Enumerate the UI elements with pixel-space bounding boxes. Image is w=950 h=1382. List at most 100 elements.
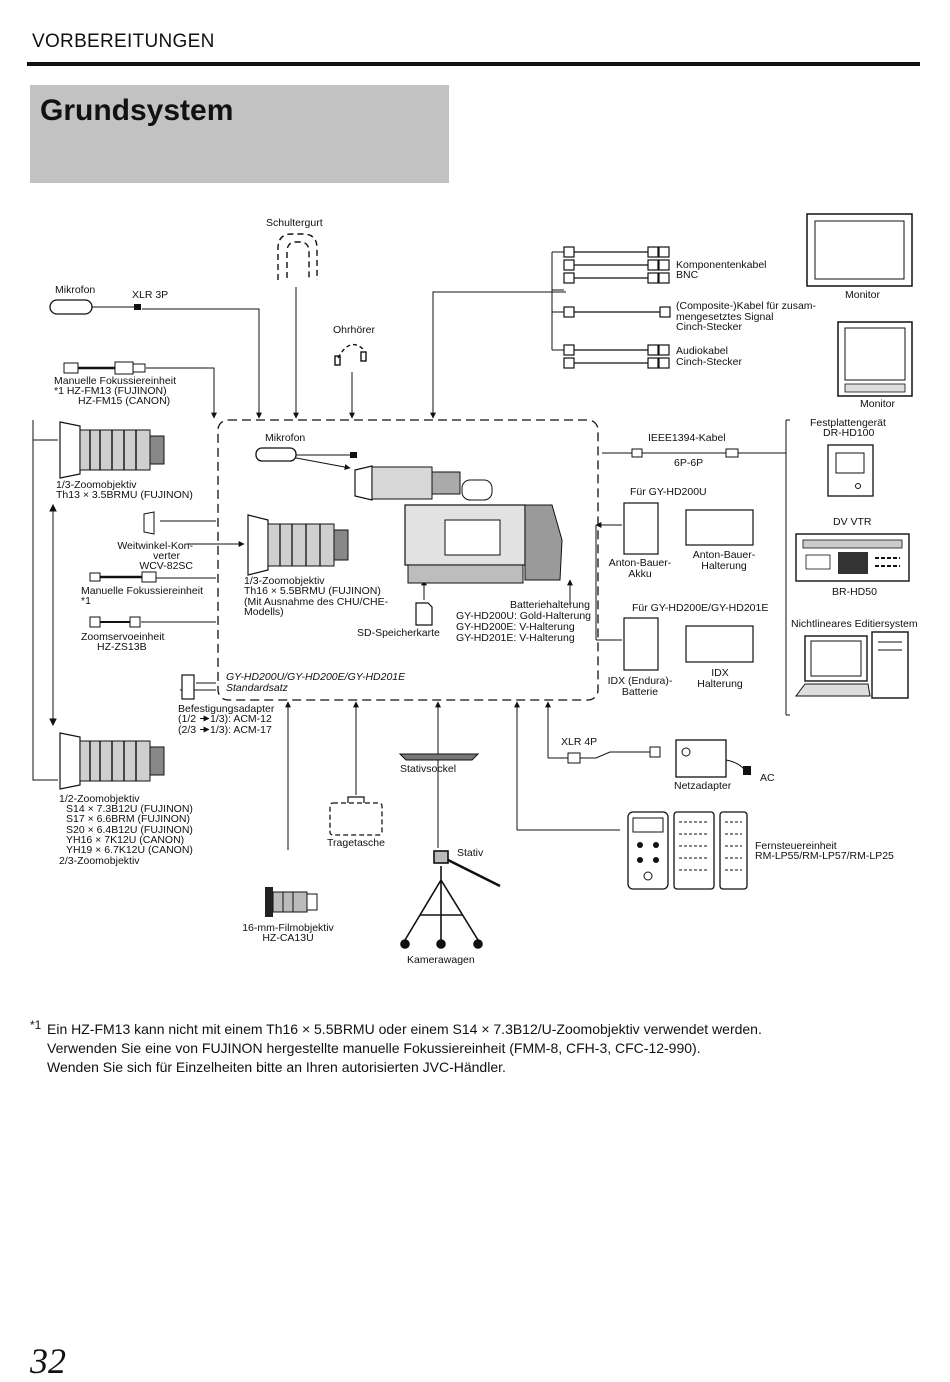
inner-zoom-lens-icon: [247, 514, 349, 576]
footnote-line-1: Ein HZ-FM13 kann nicht mit einem Th16 × …: [47, 1021, 762, 1037]
label-zoom13-inner-2: Th16 × 5.5BRMU (FUJINON): [244, 585, 381, 597]
focus-unit-icon: [63, 361, 146, 375]
label-zoom12-7: 2/3-Zoomobjektiv: [59, 855, 140, 867]
label-batteriehalterung-1: Batteriehalterung: [510, 599, 590, 611]
label-zoom13-inner-3: (Mit Ausnahme des CHU/CHE-: [244, 596, 389, 608]
label-ieee: IEEE1394-Kabel: [648, 432, 726, 444]
shoulder-strap-icon: [277, 233, 318, 280]
label-brhd50: BR-HD50: [832, 586, 877, 598]
label-komponentenkabel-2: BNC: [676, 269, 699, 281]
label-xlr4p: XLR 4P: [561, 736, 597, 748]
section-header: VORBEREITUNGEN: [32, 31, 215, 52]
label-zoom13-left-2: Th13 × 3.5BRMU (FUJINON): [56, 489, 193, 501]
label-fuer-hd200e: Für GY-HD200E/GY-HD201E: [632, 602, 768, 614]
label-zoom12-1: 1/2-Zoomobjektiv: [59, 793, 140, 805]
anton-bauer-battery-icon: [623, 502, 659, 555]
diagram-labels: Schultergurt Mikrofon XLR 3P Ohrhörer Ma…: [54, 217, 918, 966]
label-batteriehalterung-2: GY-HD200U: Gold-Halterung: [456, 610, 591, 622]
label-ac: AC: [760, 772, 775, 784]
standard-set-box: [217, 419, 599, 701]
label-kamerawagen: Kamerawagen: [407, 954, 475, 966]
label-anton-akku-2: Akku: [628, 568, 652, 580]
monitor-icon: [806, 213, 913, 287]
label-standardsatz-2: Standardsatz: [226, 682, 289, 694]
mount-adapter-icon: [181, 674, 195, 700]
component-cable-icon: [563, 246, 670, 284]
label-fernsteuer-1: Fernsteuereinheit: [755, 840, 837, 852]
zoom-lens-icon: [59, 421, 165, 479]
label-fokus-top-2: *1 HZ-FM13 (FUJINON): [54, 385, 167, 397]
label-film16-1: 16-mm-Filmobjektiv: [242, 922, 334, 934]
label-fernsteuer-2: RM-LP55/RM-LP57/RM-LP25: [755, 850, 894, 862]
remote-control-unit-icon: [627, 811, 748, 890]
focus-unit-mid-icon: [89, 571, 157, 583]
headphone-icon: [334, 343, 367, 366]
wide-converter-icon: [143, 511, 155, 535]
label-xlr3p: XLR 3P: [132, 289, 168, 301]
label-idx-halterung-2: Halterung: [697, 678, 743, 690]
xlr4p-cable-icon: [567, 746, 661, 764]
footnote-line-2: Verwenden Sie eine von FUJINON hergestel…: [47, 1040, 701, 1056]
internal-microphone-icon: [255, 447, 357, 462]
idx-mount-icon: [685, 625, 754, 663]
microphone-icon: [49, 299, 141, 315]
ac-adapter-icon: [675, 739, 751, 778]
label-audiokabel-2: Cinch-Stecker: [676, 356, 742, 368]
label-weitwinkel-3: WCV-82SC: [139, 560, 193, 572]
label-fokus-top-3: HZ-FM15 (CANON): [78, 395, 170, 407]
dv-vtr-icon: [795, 533, 910, 582]
label-schultergurt: Schultergurt: [266, 217, 323, 229]
tripod-dolly-icon: [400, 850, 501, 949]
label-zoom12-6: YH19 × 6.7K12U (CANON): [66, 844, 193, 856]
label-tragetasche: Tragetasche: [327, 837, 385, 849]
idx-battery-icon: [623, 617, 659, 671]
label-monitor-1: Monitor: [845, 289, 881, 301]
label-zoom12-2: S14 × 7.3B12U (FUJINON): [66, 803, 193, 815]
label-idx-batterie-2: Batterie: [622, 686, 658, 698]
label-zoom13-inner-4: Modells): [244, 606, 284, 618]
label-festplatte-1: Festplattengerät: [810, 417, 886, 429]
label-zoomservo-1: Zoomservoeinheit: [81, 631, 165, 643]
footnote-marker: *1: [30, 1018, 42, 1032]
label-dvvtr: DV VTR: [833, 516, 872, 528]
label-befestigung-2a: (1/2: [178, 713, 196, 725]
zoom-servo-icon: [89, 616, 141, 628]
label-composite-1: (Composite-)Kabel für zusam-: [676, 300, 817, 312]
nonlinear-editing-system-icon: [795, 631, 909, 699]
anton-bauer-mount-icon: [685, 509, 754, 546]
footnote-line-3: Wenden Sie sich für Einzelheiten bitte a…: [47, 1059, 506, 1075]
label-batteriehalterung-4: GY-HD201E: V-Halterung: [456, 632, 575, 644]
monitor-small-icon: [837, 321, 913, 397]
header-rule: [27, 62, 920, 66]
label-idx-batterie-1: IDX (Endura)-: [608, 675, 673, 687]
audio-cable-icon: [563, 344, 670, 369]
label-anton-halterung-2: Halterung: [701, 560, 747, 572]
label-weitwinkel-2: verter: [153, 550, 180, 562]
label-composite-3: Cinch-Stecker: [676, 321, 742, 333]
label-fokus-top-1: Manuelle Fokussiereinheit: [54, 375, 176, 387]
system-diagram: Schultergurt Mikrofon XLR 3P Ohrhörer Ma…: [32, 213, 918, 966]
hard-disk-icon: [827, 444, 874, 497]
label-6p6p: 6P-6P: [674, 457, 703, 469]
label-befestigung-1: Befestigungsadapter: [178, 703, 275, 715]
label-batteriehalterung-3: GY-HD200E: V-Halterung: [456, 621, 575, 633]
label-zoom12-5: YH16 × 7K12U (CANON): [66, 834, 184, 846]
film-lens-icon: [265, 887, 318, 917]
label-zoom12-4: S20 × 6.4B12U (FUJINON): [66, 824, 193, 836]
label-zoom13-left-1: 1/3-Zoomobjektiv: [56, 479, 137, 491]
label-mikrofon: Mikrofon: [55, 284, 95, 296]
page-title: Grundsystem: [40, 94, 234, 127]
label-nle: Nichtlineares Editiersystem: [791, 618, 918, 630]
camcorder-icon: [354, 465, 563, 584]
sd-card-icon: [415, 602, 433, 626]
label-anton-akku-1: Anton-Bauer-: [609, 557, 672, 569]
carrying-bag-icon: [329, 796, 383, 836]
label-zoom13-inner-1: 1/3-Zoomobjektiv: [244, 575, 325, 587]
label-fuer-hd200u: Für GY-HD200U: [630, 486, 707, 498]
label-composite-2: mengesetztes Signal: [676, 311, 773, 323]
label-idx-halterung-1: IDX: [711, 667, 729, 679]
ieee1394-cable-icon: [631, 448, 739, 458]
label-fokus-mid-1: Manuelle Fokussiereinheit: [81, 585, 203, 597]
label-befestigung-3a: (2/3: [178, 724, 196, 736]
title-box: Grundsystem: [30, 85, 449, 183]
